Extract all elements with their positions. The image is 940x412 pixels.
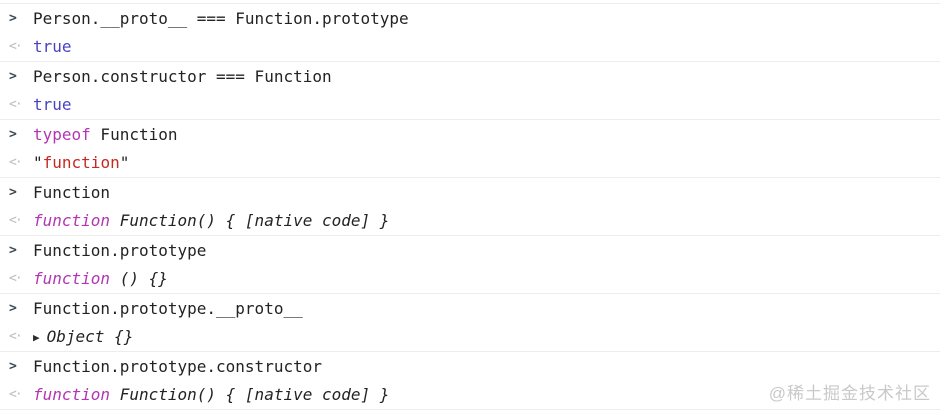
- command-text: Function: [33, 183, 940, 202]
- code-token: () {}: [110, 269, 168, 289]
- console-input-chevron-icon: >: [9, 10, 17, 26]
- result-text: function Function() { [native code] }: [33, 385, 940, 404]
- command-text: Function.prototype.__proto__: [33, 299, 940, 318]
- console-entry-group: > typeof Function <· "function": [0, 120, 940, 178]
- console-input-chevron-icon: >: [9, 358, 17, 374]
- console-output-arrow-icon: <·: [9, 39, 23, 55]
- console-result-row: <· function Function() { [native code] }: [0, 380, 940, 409]
- code-token: Person.__proto__ === Function.prototype: [33, 8, 409, 28]
- console-entry-group: > Function.prototype <· function () {}: [0, 236, 940, 294]
- console-output-arrow-icon: <·: [9, 329, 23, 345]
- command-text: typeof Function: [33, 125, 940, 144]
- console-input-chevron-icon: >: [9, 300, 17, 316]
- code-token: Function.prototype: [33, 240, 207, 260]
- console-result-row: <· ▶ Object {}: [0, 322, 940, 351]
- result-text: function () {}: [33, 269, 940, 288]
- console-output-arrow-icon: <·: [9, 213, 23, 229]
- console-result-row: <· function () {}: [0, 264, 940, 293]
- console-output-arrow-icon: <·: [9, 387, 23, 403]
- code-token: Person.constructor === Function: [33, 66, 332, 86]
- code-token: ": [119, 153, 130, 173]
- code-token: Function.prototype.__proto__: [33, 298, 303, 318]
- console-input-chevron-icon: >: [9, 184, 17, 200]
- console-entry-group: > Function.prototype.constructor <· functio…: [0, 352, 940, 410]
- console-command-row: > Function.prototype.constructor: [0, 352, 940, 381]
- console-result-row: <· "function": [0, 148, 940, 177]
- console-result-row: <· true: [0, 32, 940, 61]
- object-preview-token: Object {}: [46, 327, 134, 347]
- console-output-arrow-icon: <·: [9, 271, 23, 287]
- result-text: "function": [33, 153, 940, 172]
- console-entry-group: > Person.constructor === Function <· true: [0, 62, 940, 120]
- console-command-row: > typeof Function: [0, 120, 940, 149]
- boolean-token: true: [33, 95, 72, 115]
- code-token: Function: [90, 124, 178, 144]
- keyword-token: function: [33, 269, 111, 289]
- console-output-arrow-icon: <·: [9, 155, 23, 171]
- console-command-row: > Person.constructor === Function: [0, 62, 940, 91]
- console-result-row: <· true: [0, 90, 940, 119]
- console-output-arrow-icon: <·: [9, 97, 23, 113]
- string-token: function: [42, 153, 120, 173]
- command-text: Function.prototype: [33, 241, 940, 260]
- boolean-token: true: [33, 37, 72, 57]
- console-entry-group: > Function.prototype.__proto__ <· ▶ Object {…: [0, 294, 940, 352]
- result-text: function Function() { [native code] }: [33, 211, 940, 230]
- result-text: true: [33, 95, 940, 114]
- keyword-token: function: [33, 211, 111, 231]
- console-command-row: > Function.prototype.__proto__: [0, 294, 940, 323]
- result-text: true: [33, 37, 940, 56]
- console-input-chevron-icon: >: [9, 242, 17, 258]
- code-token: Function: [33, 182, 111, 202]
- command-text: Function.prototype.constructor: [33, 357, 940, 376]
- result-text: ▶ Object {}: [33, 327, 940, 346]
- console-command-row: > Function: [0, 178, 940, 207]
- expand-triangle-icon[interactable]: ▶: [33, 331, 40, 345]
- code-token: Function() { [native code] }: [110, 211, 390, 231]
- console-input-chevron-icon: >: [9, 68, 17, 84]
- command-text: Person.constructor === Function: [33, 67, 940, 86]
- console-entry-group: > Function <· function Function() { [native…: [0, 178, 940, 236]
- console-entry-group: > Person.__proto__ === Function.prototype…: [0, 3, 940, 62]
- console-input-chevron-icon: >: [9, 126, 17, 142]
- command-text: Person.__proto__ === Function.prototype: [33, 9, 940, 28]
- code-token: Function.prototype.constructor: [33, 356, 322, 376]
- console-command-row: > Person.__proto__ === Function.prototype: [0, 4, 940, 33]
- console-command-row: > Function.prototype: [0, 236, 940, 265]
- keyword-token: function: [33, 385, 111, 405]
- code-token: Function() { [native code] }: [110, 385, 390, 405]
- code-token: ": [33, 153, 43, 173]
- keyword-token: typeof: [33, 124, 91, 144]
- console-result-row: <· function Function() { [native code] }: [0, 206, 940, 235]
